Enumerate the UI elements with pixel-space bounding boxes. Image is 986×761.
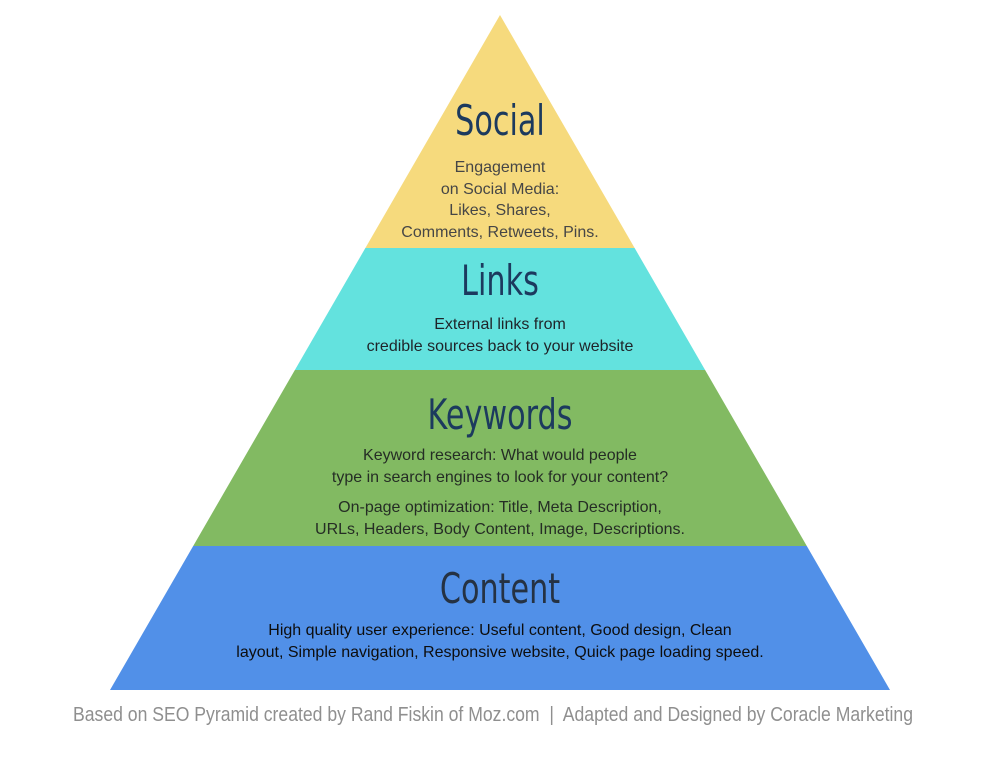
layer-title-links: Links [461, 256, 539, 305]
layer-body-keywords-onpage: On-page optimization: Title, Meta Descri… [315, 499, 685, 538]
layer-body-links: External links from credible sources bac… [366, 316, 634, 355]
pyramid-layer-content [110, 546, 890, 690]
pyramid: Social Engagement on Social Media: Likes… [110, 15, 890, 690]
layer-body-social: Engagement on Social Media: Likes, Share… [401, 159, 599, 241]
layer-title-content: Content [439, 564, 561, 613]
layer-body-keywords-research: Keyword research: What would people type… [331, 447, 669, 486]
attribution-text: Based on SEO Pyramid created by Rand Fis… [72, 704, 914, 726]
layer-title-keywords: Keywords [427, 390, 573, 439]
layer-body-content: High quality user experience: Useful con… [236, 622, 764, 661]
layer-title-social: Social [455, 96, 545, 145]
